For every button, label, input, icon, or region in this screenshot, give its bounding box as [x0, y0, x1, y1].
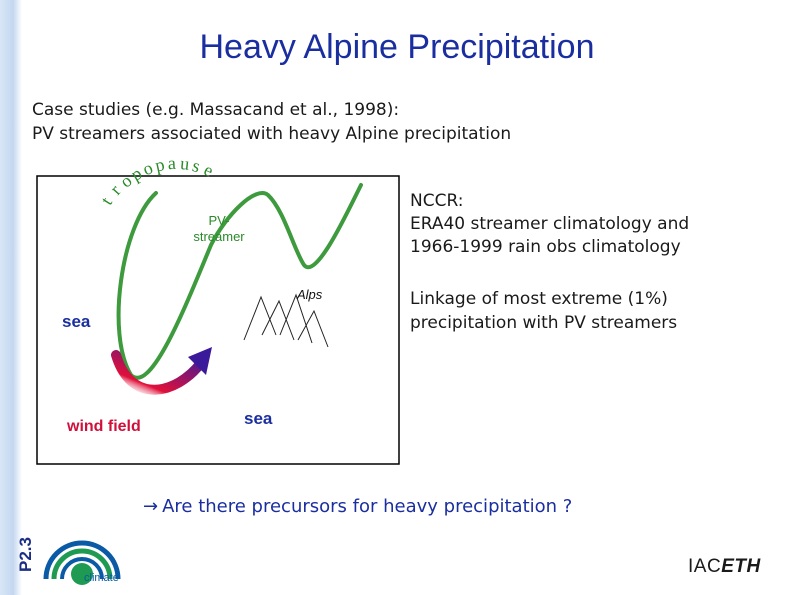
side-bar — [0, 0, 22, 595]
nccr-climate-logo — [42, 527, 132, 587]
research-question: →Are there precursors for heavy precipit… — [143, 496, 572, 517]
pv-label-line-2: streamer — [193, 229, 245, 244]
linkage-line-1: Linkage of most extreme (1%) — [410, 289, 668, 309]
nccr-line-2: ERA40 streamer climatology and — [410, 214, 690, 234]
wind-field-arrow — [111, 350, 206, 395]
nccr-text: NCCR: ERA40 streamer climatology and 196… — [410, 190, 689, 259]
diagram-frame — [36, 175, 400, 465]
pv-streamer-label: PV- streamer — [184, 213, 254, 245]
iac-eth-logo: IACETH — [688, 556, 761, 578]
tropopause-char: s — [190, 155, 203, 177]
climate-logo-graphic — [43, 540, 121, 585]
question-text: Are there precursors for heavy precipita… — [162, 496, 573, 517]
climate-logo-text: climate — [84, 572, 119, 584]
intro-text: Case studies (e.g. Massacand et al., 199… — [32, 98, 511, 146]
alps-label: Alps — [297, 287, 323, 302]
linkage-line-2: precipitation with PV streamers — [410, 313, 678, 333]
tropopause-char: u — [179, 153, 191, 174]
pv-streamer-diagram: t r o p o p a u s e PV- streamer Alps se… — [36, 153, 400, 465]
intro-line-1: Case studies (e.g. Massacand et al., 199… — [32, 100, 400, 120]
wind-arrowhead — [188, 347, 212, 375]
section-label: P2.3 — [16, 537, 35, 572]
tropopause-char: p — [153, 154, 167, 176]
pv-streamer-line — [116, 183, 363, 380]
nccr-line-3: 1966-1999 rain obs climatology — [410, 237, 681, 257]
tropopause-char: e — [201, 159, 217, 181]
linkage-text: Linkage of most extreme (1%) precipitati… — [410, 287, 677, 335]
sea-label-left: sea — [62, 312, 91, 331]
intro-line-2: PV streamers associated with heavy Alpin… — [32, 124, 512, 144]
iac-text: IAC — [688, 556, 722, 577]
wind-field-label: wind field — [67, 418, 141, 435]
alps-mountains — [243, 293, 329, 348]
diagram-graphic — [36, 175, 400, 465]
eth-text: ETH — [721, 556, 761, 577]
arrow-right-icon: → — [143, 496, 159, 517]
tropopause-char: a — [167, 152, 177, 174]
slide-title: Heavy Alpine Precipitation — [199, 28, 595, 66]
tropopause-char: t — [96, 193, 117, 209]
sea-label-bottom: sea — [244, 409, 273, 428]
pv-label-line-1: PV- — [208, 213, 230, 228]
nccr-line-1: NCCR: — [410, 191, 464, 211]
